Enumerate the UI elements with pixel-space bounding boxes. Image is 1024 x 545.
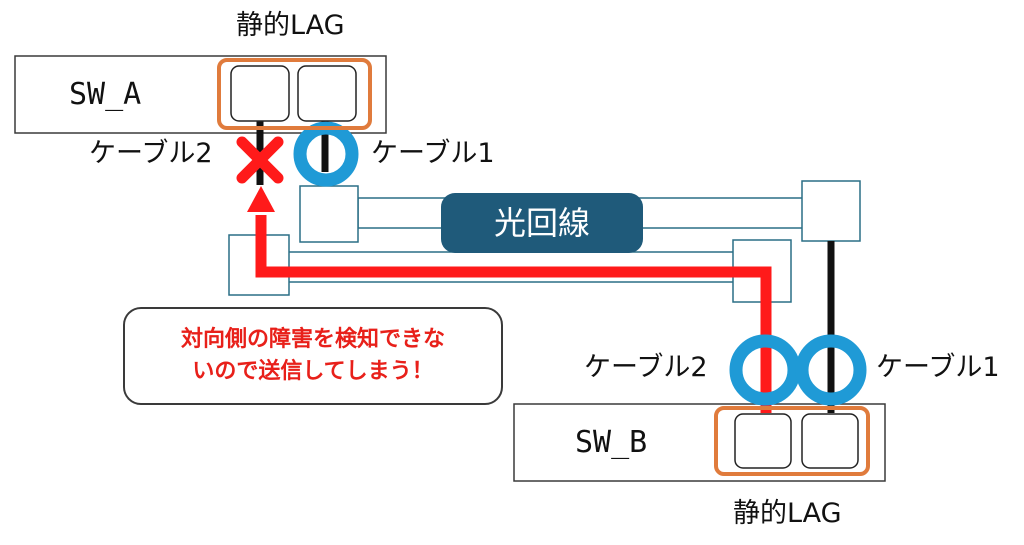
lag-label-b: 静的LAG bbox=[733, 498, 842, 529]
cross-icon bbox=[236, 136, 284, 184]
ring-icon bbox=[729, 334, 801, 406]
traffic-arrowhead bbox=[247, 186, 275, 212]
ring-icon bbox=[795, 334, 867, 406]
cable1-label-b: ケーブル1 bbox=[876, 352, 1000, 383]
lag-frame-a bbox=[217, 58, 372, 130]
cable1-label-a: ケーブル1 bbox=[371, 138, 495, 169]
cable2-label-a: ケーブル2 bbox=[89, 138, 213, 169]
cable2-label-b: ケーブル2 bbox=[584, 352, 708, 383]
port-a-2 bbox=[297, 65, 357, 122]
port-b-2 bbox=[801, 413, 859, 469]
port-a-1 bbox=[230, 65, 290, 122]
callout-line-2: いので送信してしまう！ bbox=[192, 359, 434, 384]
port-b-1 bbox=[734, 413, 792, 469]
switch-a-name: SW_A bbox=[69, 77, 142, 112]
lag-label-a: 静的LAG bbox=[236, 10, 345, 41]
warning-callout: 対向側の障害を検知できな いので送信してしまう！ bbox=[123, 307, 503, 405]
lag-frame-b bbox=[714, 406, 870, 476]
callout-line-1: 対向側の障害を検知できな bbox=[180, 327, 445, 353]
optical-line-label: 光回線 bbox=[441, 193, 643, 253]
switch-b-name: SW_B bbox=[575, 425, 648, 460]
